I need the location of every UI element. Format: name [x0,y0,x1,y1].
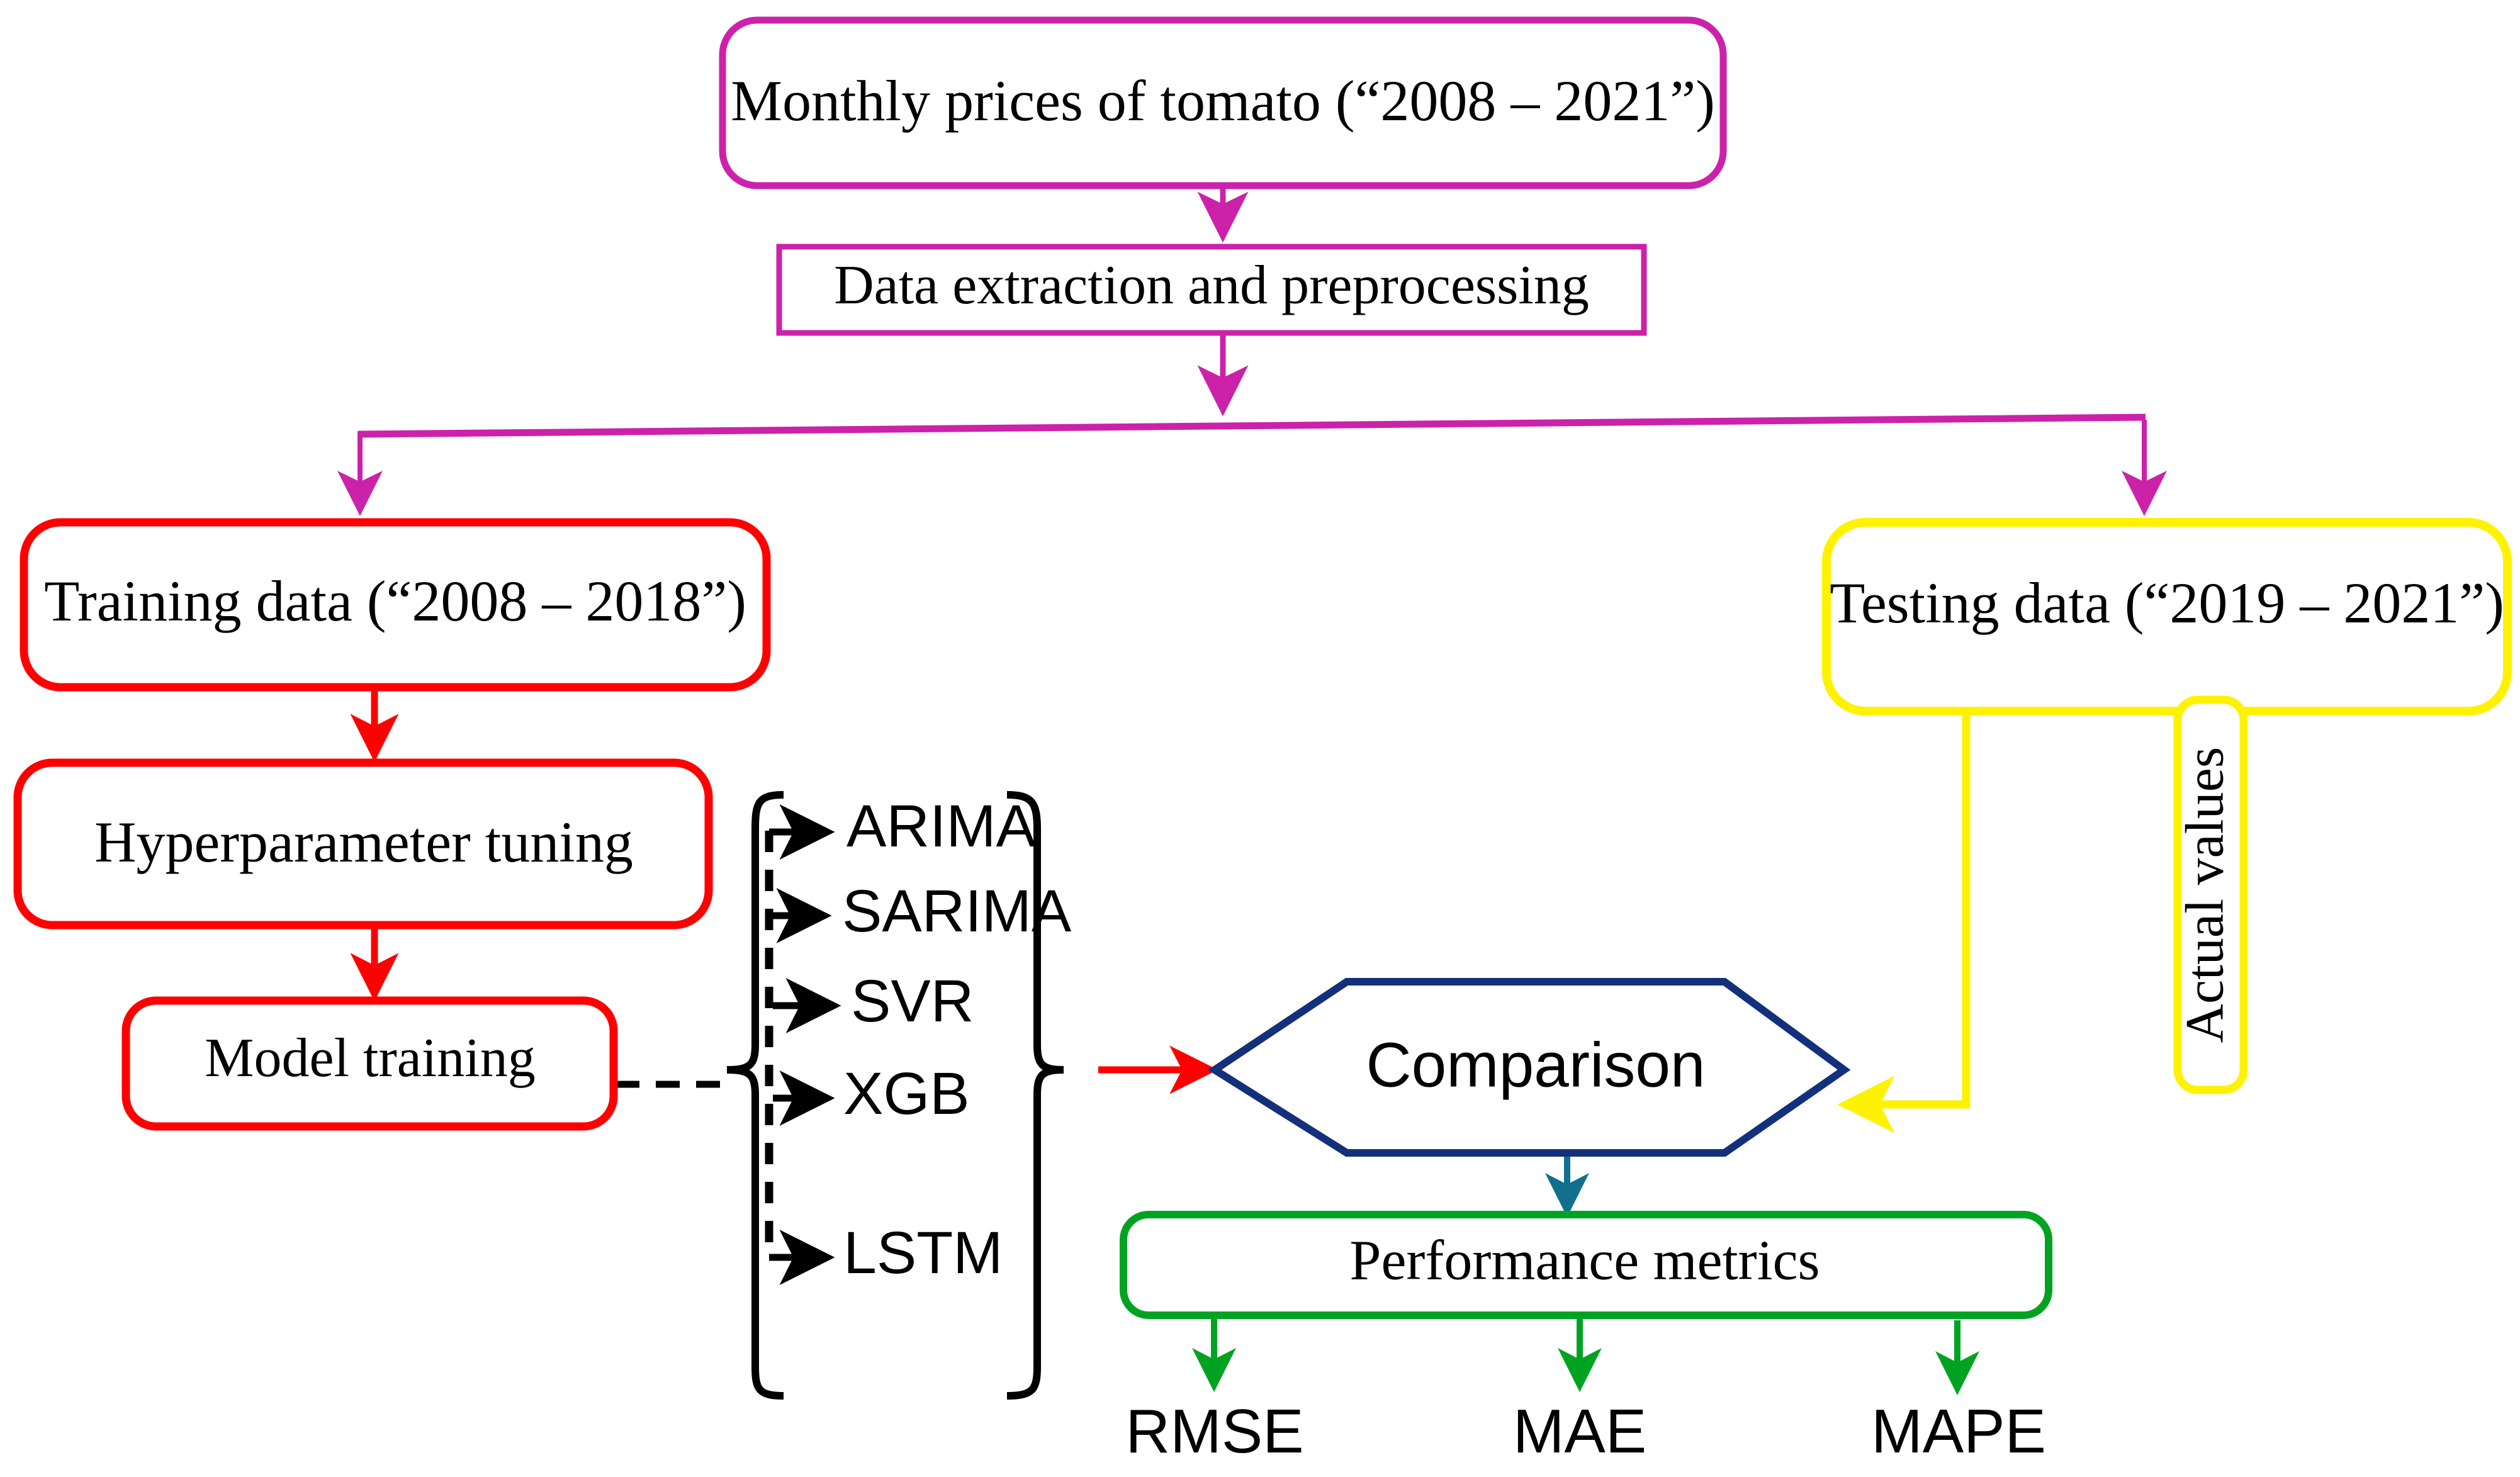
node-source-data[interactable]: Monthly prices of tomato (“2008 – 2021”) [719,16,1727,189]
node-actual-values[interactable]: Actual values [2173,695,2248,1094]
metric-mape: MAPE [1871,1396,2046,1466]
source-data-label: Monthly prices of tomato (“2008 – 2021”) [731,69,1715,133]
node-model-training[interactable]: Model training [121,996,618,1131]
node-hyperparameter-tuning[interactable]: Hyperparameter tuning [13,758,713,929]
performance-metrics-box [1120,1211,2052,1319]
performance-metrics-label: Performance metrics [1349,1230,1820,1292]
model-item-svr: SVR [851,968,974,1035]
training-data-box [20,518,771,692]
model-item-arima: ARIMA [847,793,1037,860]
node-testing-data[interactable]: Testing data (“2019 – 2021”) [1822,518,2512,716]
model-item-xgb: XGB [843,1060,970,1127]
preprocessing-box [776,244,1647,336]
metric-rmse: RMSE [1125,1396,1303,1466]
model-item-lstm: LSTM [843,1220,1003,1286]
models-group: ARIMA SARIMA SVR XGB LSTM [726,791,1072,1400]
models-right-brace [1006,791,1064,1400]
preprocessing-label: Data extraction and preprocessing [834,255,1589,316]
node-preprocessing[interactable]: Data extraction and preprocessing [776,244,1647,336]
model-item-sarima: SARIMA [842,878,1072,945]
comparison-label: Comparison [1366,1030,1705,1100]
model-training-box [121,996,618,1131]
hyperparameter-tuning-label: Hyperparameter tuning [94,810,633,874]
node-training-data[interactable]: Training data (“2008 – 2018”) [20,518,771,692]
testing-data-box [1822,518,2512,716]
metric-mae: MAE [1513,1396,1646,1466]
edge-split-bus [358,413,2146,438]
models-left-brace [726,791,784,1400]
actual-values-label: Actual values [2174,747,2235,1043]
source-data-box [719,16,1727,189]
actual-values-box [2173,695,2248,1094]
hyperparameter-tuning-box [13,758,713,929]
node-comparison[interactable]: Comparison [1207,978,1851,1157]
testing-data-label: Testing data (“2019 – 2021”) [1830,571,2504,635]
training-data-label: Training data (“2008 – 2018”) [44,569,746,633]
node-performance-metrics[interactable]: Performance metrics [1120,1211,2052,1319]
edge-testing-to-comparison [1837,711,1971,1133]
comparison-hexagon [1207,978,1851,1157]
model-training-label: Model training [205,1028,535,1089]
